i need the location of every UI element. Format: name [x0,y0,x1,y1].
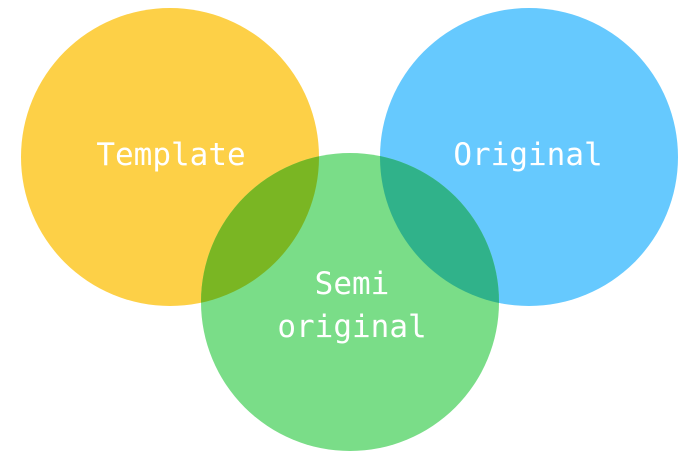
original-label: Original [453,137,602,173]
semi-label: Semi [315,266,390,302]
original-semi-overlap [380,153,499,306]
template-semi-overlap [201,153,319,306]
original-label-2: original [277,309,426,345]
template-label: Template [96,137,245,173]
